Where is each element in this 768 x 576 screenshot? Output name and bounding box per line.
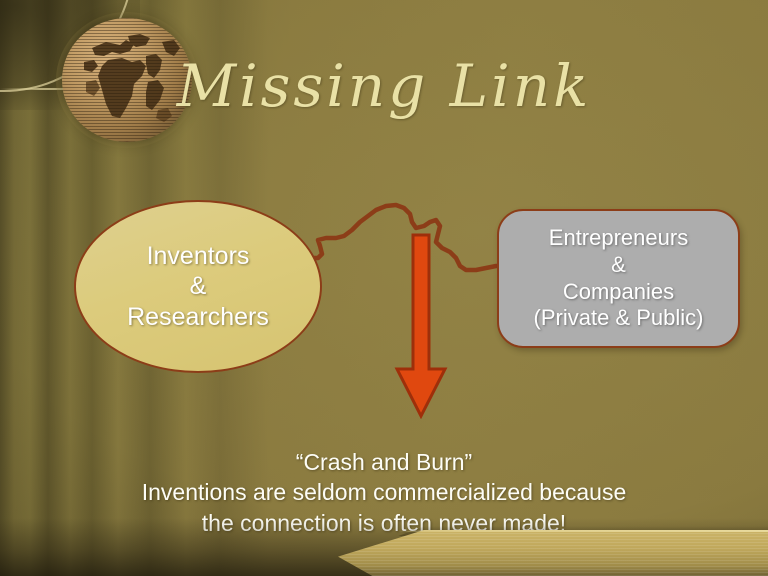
node-line: & (189, 272, 207, 301)
caption-line: the connection is often never made! (201, 509, 567, 536)
down-arrow-icon (394, 233, 448, 419)
inventors-researchers-node[interactable]: Inventors & Researchers (74, 200, 322, 373)
entrepreneurs-companies-label: Entrepreneurs & Companies (Private & Pub… (534, 225, 704, 332)
node-line: & (611, 251, 626, 277)
node-line: (Private & Public) (533, 305, 704, 331)
page-title: Missing Link (176, 52, 592, 120)
node-line: Entrepreneurs (548, 224, 689, 250)
node-line: Companies (562, 278, 675, 304)
caption-line: “Crash and Burn” (295, 449, 473, 475)
node-line: Inventors (146, 241, 250, 270)
caption-line: Inventions are seldom commercialized bec… (141, 479, 627, 506)
node-line: Researchers (127, 302, 269, 331)
entrepreneurs-companies-node[interactable]: Entrepreneurs & Companies (Private & Pub… (497, 209, 740, 348)
caption-text: “Crash and Burn” Inventions are seldom c… (40, 447, 728, 538)
inventors-researchers-label: Inventors & Researchers (127, 241, 269, 333)
